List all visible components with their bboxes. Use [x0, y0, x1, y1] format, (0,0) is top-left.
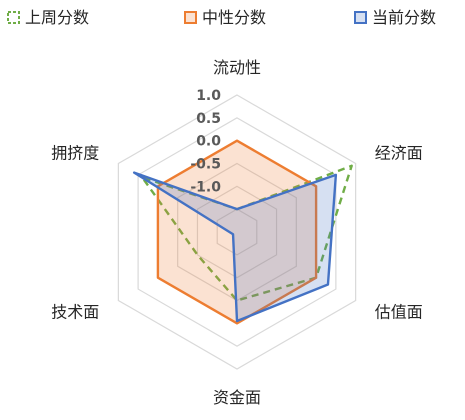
tick-label: 0.0 [196, 134, 221, 150]
legend-label-0: 上周分数 [25, 8, 89, 27]
legend: 上周分数 中性分数 当前分数 [7, 8, 436, 27]
tick-label: -1.0 [190, 179, 221, 195]
category-label: 拥挤度 [51, 144, 99, 163]
legend-swatch-1 [184, 11, 197, 24]
series-0-polygon [140, 164, 353, 302]
legend-swatch-0 [7, 11, 20, 24]
tick-label: -0.5 [190, 157, 221, 173]
category-label: 估值面 [375, 303, 423, 322]
grid-ring [117, 94, 357, 370]
series-layer [132, 139, 353, 325]
tick-label: 1.0 [196, 88, 221, 104]
legend-label-1: 中性分数 [202, 8, 266, 27]
legend-swatch-2 [354, 11, 367, 24]
category-label: 流动性 [213, 58, 261, 77]
grid-ring [196, 185, 278, 279]
category-label: 经济面 [375, 144, 423, 163]
series-2-polygon [132, 171, 338, 323]
category-label: 技术面 [51, 303, 99, 322]
grid-ring [216, 208, 258, 256]
legend-label-2: 当前分数 [372, 8, 436, 27]
tick-label: 0.5 [196, 111, 221, 127]
category-label: 资金面 [213, 388, 261, 407]
tick-labels: 1.0 0.5 0.0 -0.5 -1.0 [190, 88, 221, 195]
